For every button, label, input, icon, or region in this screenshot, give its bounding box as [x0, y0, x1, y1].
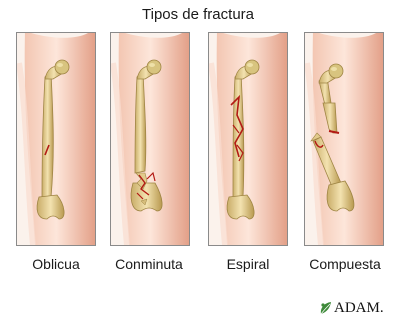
leg-bone-illustration [209, 33, 287, 245]
caption-oblique: Oblicua [16, 256, 96, 272]
panel-comminuted-fracture [110, 32, 190, 246]
adam-logo-text: ADAM. [334, 300, 384, 317]
caption-spiral: Espiral [208, 256, 288, 272]
leg-bone-illustration [111, 33, 189, 245]
panel-spiral-fracture [208, 32, 288, 246]
leg-bone-illustration [305, 33, 383, 245]
diagram-title: Tipos de fractura [0, 6, 396, 23]
caption-compound: Compuesta [300, 256, 390, 272]
leg-bone-illustration [17, 33, 95, 245]
panel-compound-fracture [304, 32, 384, 246]
caption-comminuted: Conminuta [104, 256, 194, 272]
panel-oblique-fracture [16, 32, 96, 246]
adam-leaf-icon [318, 300, 334, 316]
